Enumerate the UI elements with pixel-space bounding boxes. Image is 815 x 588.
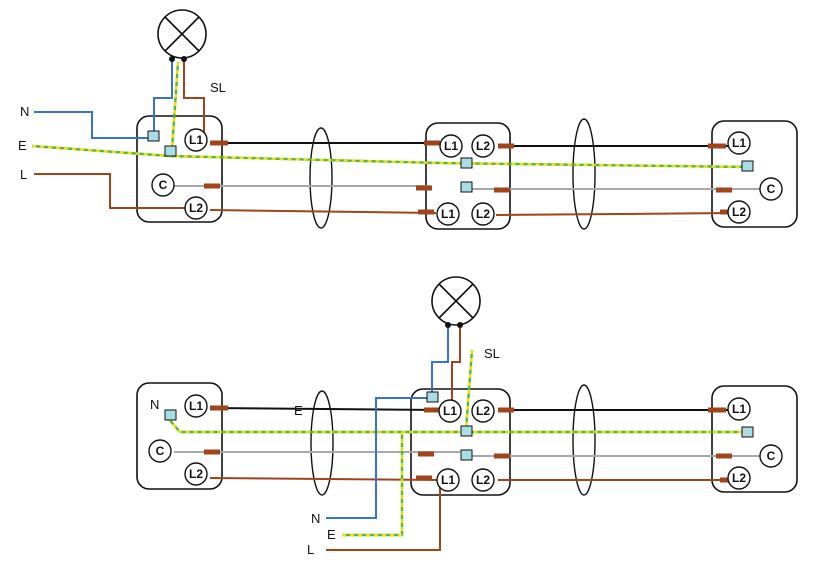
top-label-n: N (20, 104, 29, 119)
bottom-neutral-lamp (431, 326, 449, 394)
top-s3-l2: L2 (732, 205, 746, 219)
top-s2-l2-top: L2 (476, 139, 490, 153)
top-s3-l1: L1 (732, 136, 746, 150)
top-strapper-l2-b (495, 212, 736, 216)
top-switched-live (183, 60, 205, 138)
bottom-switch-3-box (711, 385, 798, 493)
top-s2-l2-bottom: L2 (476, 207, 490, 221)
top-cable-sheath-1 (309, 127, 333, 229)
bottom-switched-live (451, 326, 461, 404)
top-lamp-icon (157, 9, 207, 62)
bottom-s2-l1-top: L1 (443, 404, 457, 418)
top-s1-l1: L1 (189, 133, 203, 147)
bottom-live-wire (326, 482, 441, 551)
top-circuit: L1 C L2 L1 L2 L1 L2 L1 C L2 N E L SL (18, 9, 798, 230)
bottom-cable-sheath-1 (310, 390, 334, 496)
bottom-earth-line-y (167, 417, 750, 434)
top-label-sl: SL (210, 80, 226, 95)
top-cable-sheath-2 (572, 118, 596, 230)
bottom-circuit: L1 C L2 L1 L2 L1 L2 L1 C L2 N E SL N E L (136, 276, 798, 557)
top-live-wire (34, 173, 196, 209)
bottom-s3-l1: L1 (732, 402, 746, 416)
bottom-earth-lamp-y (464, 349, 474, 431)
bottom-label-n-box: N (150, 397, 159, 412)
top-neutral-wire (34, 111, 154, 139)
bottom-label-sl: SL (484, 346, 500, 361)
top-strapper-l2 (209, 209, 437, 214)
bottom-earth-incoming-y (342, 432, 404, 537)
bottom-earth-incoming (342, 432, 404, 537)
bottom-s2-l1-bottom: L1 (441, 473, 455, 487)
bottom-s1-l2: L2 (189, 467, 203, 481)
bottom-label-l: L (307, 542, 314, 557)
bottom-strapper-l1 (209, 407, 441, 411)
top-s1-c: C (159, 178, 168, 192)
bottom-label-n: N (311, 511, 320, 526)
top-s1-l2: L2 (189, 201, 203, 215)
top-s2-l1-top: L1 (444, 139, 458, 153)
bottom-s3-c: C (767, 449, 776, 463)
bottom-cable-sheath-2 (572, 384, 596, 496)
bottom-label-e-mid: E (294, 403, 303, 418)
bottom-s3-l2: L2 (732, 471, 746, 485)
top-earth-lamp-y (170, 61, 180, 151)
bottom-lamp-icon (431, 276, 481, 328)
bottom-strapper-l2 (209, 477, 441, 481)
top-neutral-lamp (153, 60, 173, 134)
bottom-neutral-wire (326, 397, 432, 519)
bottom-label-e: E (327, 527, 336, 542)
bottom-s1-l1: L1 (189, 399, 203, 413)
bottom-s2-l2-bottom: L2 (476, 473, 490, 487)
top-s2-l1-bottom: L1 (441, 207, 455, 221)
top-label-l: L (20, 167, 27, 182)
bottom-s2-l2-top: L2 (476, 404, 490, 418)
top-earth-incoming-y (31, 144, 751, 169)
top-s3-c: C (767, 182, 776, 196)
bottom-s1-c: C (156, 444, 165, 458)
top-label-e: E (18, 138, 27, 153)
